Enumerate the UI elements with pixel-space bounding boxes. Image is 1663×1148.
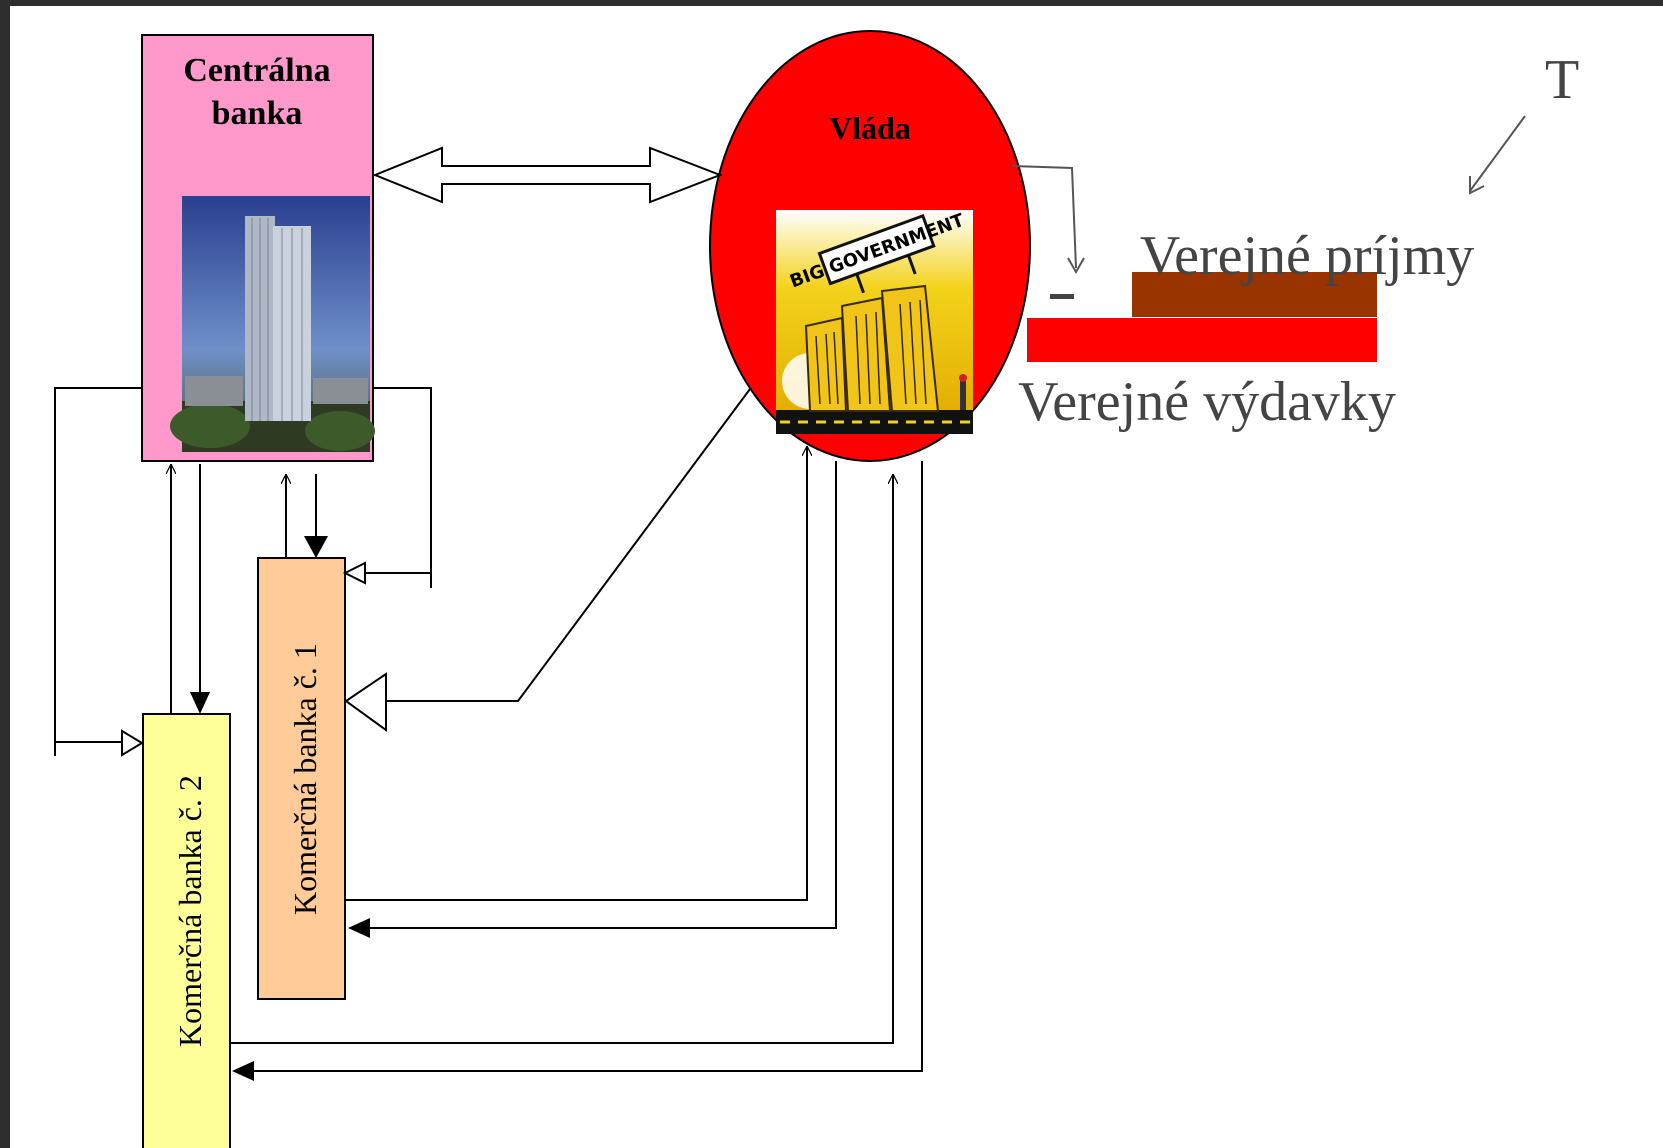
- bank2-label: Komerčná banka č. 2: [172, 775, 208, 1047]
- expenditure-label: Verejné výdavky: [1018, 371, 1396, 433]
- revenue-bar: [1132, 272, 1377, 317]
- minus-sign: [1050, 294, 1074, 299]
- central-bank-government-double-arrow: [372, 146, 723, 204]
- corner-arrow: [1469, 115, 1526, 192]
- diagram-canvas: Centrálna banka Komerčná ban: [10, 6, 1663, 1148]
- central-bank-tower-photo: [170, 196, 375, 452]
- bank1-rect: [257, 557, 346, 1000]
- central-bank-bank2-flows: [54, 387, 205, 756]
- central-bank-title-line1: Centrálna: [183, 52, 330, 89]
- gov-bank1-diagonal-flow: [365, 388, 751, 702]
- bank1-government-flows: [345, 446, 837, 929]
- revenue-label: Verejné príjmy: [1140, 225, 1474, 287]
- flow-diagram: Centrálna banka Komerčná ban: [54, 30, 1579, 1148]
- gov-to-revenue-arrow: [1011, 165, 1077, 269]
- commercial-bank-1-box: Komerčná banka č. 1: [257, 557, 346, 1000]
- central-bank-box: Centrálna banka: [141, 34, 375, 462]
- bank2-rect: [142, 713, 231, 1148]
- bank1-label: Komerčná banka č. 1: [287, 643, 323, 915]
- bank2-government-flows: [230, 461, 923, 1072]
- central-bank-title-line2: banka: [212, 95, 303, 132]
- government-ellipse: Vláda BIG GOVERNMENT: [709, 30, 1031, 462]
- big-government-illustration: BIG GOVERNMENT: [776, 210, 973, 434]
- commercial-bank-2-box: Komerčná banka č. 2: [142, 713, 231, 1148]
- expenditure-bar: [1027, 318, 1377, 362]
- corner-letter: T: [1545, 49, 1579, 111]
- government-title: Vláda: [829, 110, 911, 146]
